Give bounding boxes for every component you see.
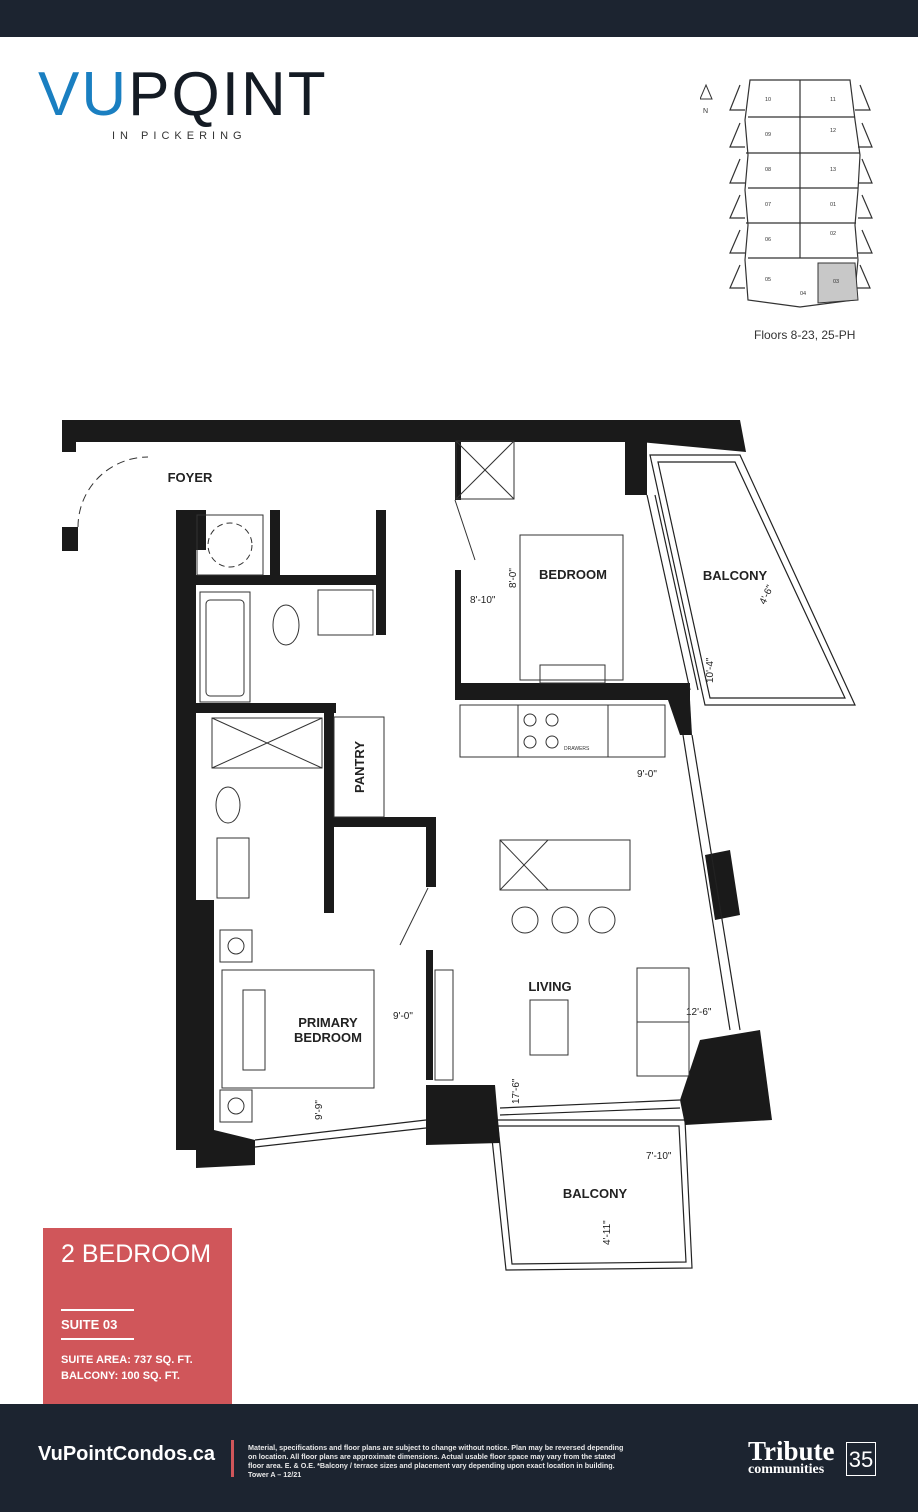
label: 01 <box>830 202 836 208</box>
legal-disclaimer: Material, specifications and floor plans… <box>248 1443 624 1479</box>
balcony-area: BALCONY: 100 SQ. FT. <box>61 1370 180 1382</box>
label: 02 <box>830 231 836 237</box>
label: 8'-0" <box>508 568 519 588</box>
label: 09 <box>765 132 771 138</box>
room-label-foyer: FOYER <box>168 470 213 485</box>
floors-label: Floors 8-23, 25-PH <box>754 328 856 342</box>
label: 9'-9" <box>314 1100 325 1120</box>
suite-type: 2 BEDROOM <box>61 1240 212 1268</box>
walls <box>62 420 772 1168</box>
room-label-primary-1: PRIMARY <box>298 1015 358 1030</box>
label: 04 <box>800 291 806 297</box>
label: 11 <box>830 97 836 103</box>
suite-info-box: 2 BEDROOM SUITE 03 SUITE AREA: 737 SQ. F… <box>43 1228 232 1404</box>
suite-area: SUITE AREA: 737 SQ. FT. <box>61 1354 193 1366</box>
drawers-label: DRAWERS <box>564 746 590 752</box>
room-label-primary-2: BEDROOM <box>294 1030 362 1045</box>
label: 12 <box>830 128 836 134</box>
label: 12'-6" <box>686 1007 712 1018</box>
label: communities <box>748 1462 825 1477</box>
label: 07 <box>765 202 771 208</box>
label: 4'-6" <box>758 583 777 606</box>
label: 06 <box>765 237 771 243</box>
divider <box>61 1309 134 1311</box>
north-label: N <box>703 108 708 115</box>
divider <box>61 1338 134 1340</box>
website-link[interactable]: VuPointCondos.ca <box>38 1443 216 1465</box>
label: 08 <box>765 167 771 173</box>
footer-divider <box>231 1440 234 1477</box>
vupoint-logo: VUPQINT IN PICKERING <box>38 64 328 143</box>
floor-plan: FOYER BEDROOM BALCONY LIVING PRIMARY BED… <box>62 420 856 1271</box>
room-label-balcony-upper: BALCONY <box>703 568 768 583</box>
label: 7'-10" <box>646 1151 672 1162</box>
logo-vu: VU <box>38 60 129 129</box>
logo-subtitle: IN PICKERING <box>112 130 247 142</box>
room-label-balcony-lower: BALCONY <box>563 1186 628 1201</box>
label: 10 <box>765 97 771 103</box>
label: 4'-11" <box>602 1220 613 1245</box>
north-arrow-icon <box>700 83 713 100</box>
label: 05 <box>765 277 771 283</box>
label: 8'-10" <box>470 595 496 606</box>
room-label-pantry: PANTRY <box>352 741 367 793</box>
label: 9'-0" <box>637 769 657 780</box>
label: 10'-4" <box>705 657 716 683</box>
label: 13 <box>830 167 836 173</box>
balcony-upper <box>649 454 856 706</box>
years-badge: 35 <box>846 1442 876 1476</box>
label: 9'-0" <box>393 1011 413 1022</box>
room-label-bedroom: BEDROOM <box>539 567 607 582</box>
footer: VuPointCondos.ca Material, specification… <box>0 1404 918 1512</box>
room-label-living: LIVING <box>528 979 571 994</box>
key-plan: N 10 11 09 12 08 13 07 01 06 02 05 04 03 <box>700 79 873 308</box>
tribute-logo: Tribute communities <box>748 1436 835 1477</box>
top-bar <box>0 0 918 37</box>
logo-point: PQINT <box>128 60 328 129</box>
highlighted-suite <box>817 262 859 304</box>
balcony-lower <box>489 1119 693 1271</box>
suite-name: SUITE 03 <box>61 1317 118 1332</box>
label: 03 <box>833 279 839 285</box>
label: Tribute <box>748 1436 835 1466</box>
label: 17'-6" <box>511 1078 522 1104</box>
